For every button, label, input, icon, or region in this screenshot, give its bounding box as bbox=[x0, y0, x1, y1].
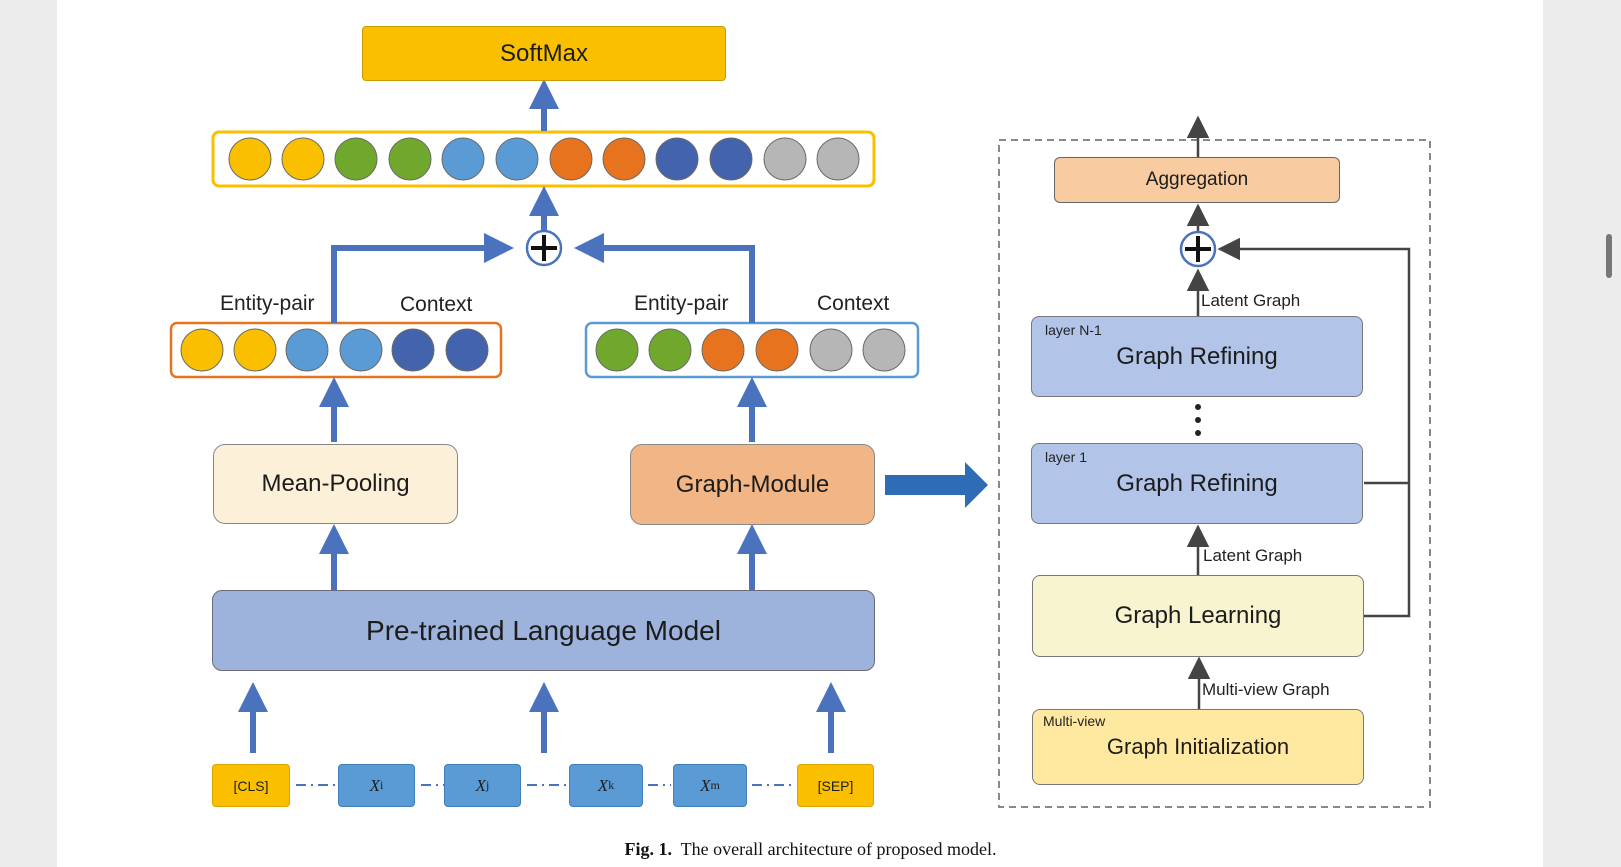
feature-circle-green bbox=[595, 328, 639, 372]
figure-caption: Fig. 1. The overall architecture of prop… bbox=[0, 839, 1621, 860]
feature-circle-dark-blue bbox=[445, 328, 489, 372]
feature-circle-green bbox=[388, 137, 432, 181]
ellipsis-dots bbox=[1195, 404, 1201, 436]
caption-label: Fig. 1. bbox=[624, 839, 672, 859]
feature-circle-green bbox=[334, 137, 378, 181]
graph-module-box: Graph-Module bbox=[630, 444, 875, 525]
plus-icon bbox=[1185, 236, 1211, 262]
feature-circle-dark-blue bbox=[709, 137, 753, 181]
token-cls: [CLS] bbox=[212, 764, 290, 807]
feature-circle-green bbox=[648, 328, 692, 372]
mean-pooling-label: Mean-Pooling bbox=[261, 470, 410, 497]
mean-pooling-feature-circles bbox=[180, 328, 489, 372]
plus-icon bbox=[531, 235, 557, 261]
concat-feature-circles bbox=[228, 137, 860, 181]
feature-circle-dark-blue bbox=[391, 328, 435, 372]
latent-graph-label-mid: Latent Graph bbox=[1203, 546, 1303, 565]
softmax-label: SoftMax bbox=[499, 39, 589, 67]
expand-arrow bbox=[885, 462, 988, 508]
entity-pair-label-right: Entity-pair bbox=[634, 292, 729, 315]
aggregation-box: Aggregation bbox=[1054, 157, 1340, 203]
plm-label: Pre-trained Language Model bbox=[366, 614, 721, 646]
feature-circle-yellow bbox=[180, 328, 224, 372]
feature-circle-dark-blue bbox=[655, 137, 699, 181]
feature-circle-gray bbox=[763, 137, 807, 181]
feature-circle-orange bbox=[701, 328, 745, 372]
feature-circle-gray bbox=[816, 137, 860, 181]
layer-1-tag: layer 1 bbox=[1045, 449, 1088, 465]
graph-refining-bottom-box: Graph Refining bbox=[1031, 443, 1363, 524]
graph-refining-top-label: Graph Refining bbox=[1116, 342, 1278, 370]
token-sep: [SEP] bbox=[797, 764, 874, 807]
graph-refining-bottom-label: Graph Refining bbox=[1116, 469, 1278, 497]
flow-arrows-gray bbox=[1186, 115, 1411, 709]
feature-circle-orange bbox=[602, 137, 646, 181]
feature-circle-light-blue bbox=[339, 328, 383, 372]
graph-module-detail-frame bbox=[998, 139, 1431, 808]
context-label-right: Context bbox=[817, 292, 890, 315]
flow-arrows-blue bbox=[238, 79, 846, 753]
graph-refining-top-box: Graph Refining bbox=[1031, 316, 1363, 397]
feature-circle-yellow bbox=[228, 137, 272, 181]
softmax-box: SoftMax bbox=[362, 26, 726, 81]
feature-circle-yellow bbox=[281, 137, 325, 181]
context-label-left: Context bbox=[400, 293, 473, 316]
entity-pair-label-left: Entity-pair bbox=[220, 292, 315, 315]
feature-circle-yellow bbox=[233, 328, 277, 372]
feature-circle-orange bbox=[755, 328, 799, 372]
feature-circle-gray bbox=[809, 328, 853, 372]
feature-circle-light-blue bbox=[285, 328, 329, 372]
graph-module-label: Graph-Module bbox=[675, 470, 830, 498]
feature-circle-gray bbox=[862, 328, 906, 372]
feature-circle-light-blue bbox=[441, 137, 485, 181]
multiview-graph-label: Multi-view Graph bbox=[1202, 680, 1330, 699]
graph-initialization-box: Graph Initialization bbox=[1032, 709, 1364, 785]
graph-initialization-label: Graph Initialization bbox=[1106, 734, 1290, 759]
graph-feature-circles bbox=[595, 328, 906, 372]
mean-pooling-box: Mean-Pooling bbox=[213, 444, 458, 524]
latent-graph-label-top: Latent Graph bbox=[1201, 291, 1301, 310]
layer-n1-tag: layer N-1 bbox=[1045, 322, 1102, 338]
graph-learning-box: Graph Learning bbox=[1032, 575, 1364, 657]
feature-circle-light-blue bbox=[495, 137, 539, 181]
graph-learning-label: Graph Learning bbox=[1114, 602, 1282, 629]
feature-circle-orange bbox=[549, 137, 593, 181]
pretrained-language-model-box: Pre-trained Language Model bbox=[212, 590, 875, 671]
caption-text: The overall architecture of proposed mod… bbox=[680, 839, 997, 859]
scrollbar-thumb[interactable] bbox=[1606, 234, 1612, 278]
aggregation-label: Aggregation bbox=[1145, 169, 1249, 190]
multiview-tag: Multi-view bbox=[1043, 713, 1106, 729]
